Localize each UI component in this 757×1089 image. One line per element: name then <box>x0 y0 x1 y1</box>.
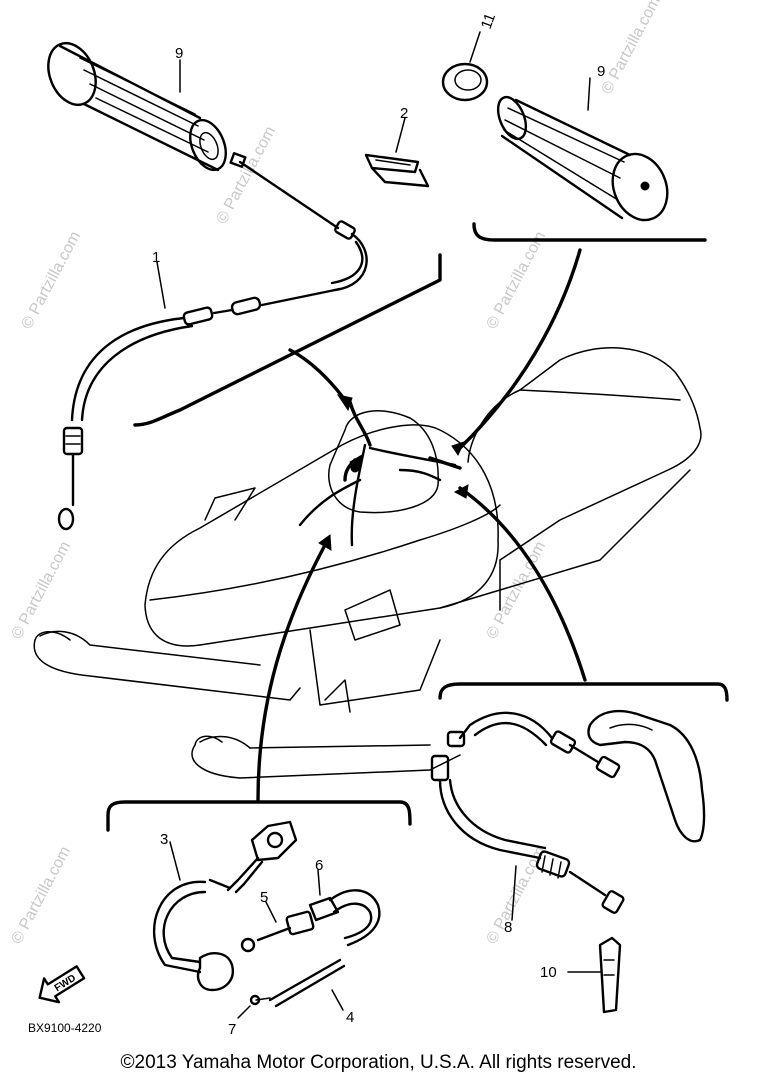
grip-right <box>441 62 669 222</box>
watermark: © Partzilla.com <box>599 0 665 97</box>
tie-band <box>598 936 622 1014</box>
bracket-upper-left <box>133 253 442 427</box>
drawing-code: BX9100-4220 <box>28 1021 102 1035</box>
copyright-notice: ©2013 Yamaha Motor Corporation, U.S.A. A… <box>120 1052 637 1073</box>
grip-left <box>47 42 227 172</box>
callout-9-right: 9 <box>597 63 605 80</box>
watermark: © Partzilla.com <box>19 229 85 332</box>
brake-cable <box>430 711 625 914</box>
bracket-lower-left <box>106 454 412 832</box>
choke-cable-assembly <box>153 820 381 1008</box>
brake-lever <box>587 709 706 843</box>
leader-lines <box>156 31 601 1019</box>
callout-10: 10 <box>540 964 557 981</box>
callout-4: 4 <box>346 1009 354 1026</box>
watermarks: © Partzilla.com © Partzilla.com © Partzi… <box>9 0 665 947</box>
callouts: 1 2 3 4 5 6 7 8 9 9 10 11 <box>152 11 605 1038</box>
callout-1: 1 <box>152 249 160 266</box>
fwd-arrow: FWD <box>38 965 86 1004</box>
clip-part <box>364 153 430 188</box>
callout-2: 2 <box>400 105 408 122</box>
callout-8: 8 <box>504 919 512 936</box>
watermark: © Partzilla.com <box>484 229 550 332</box>
snowmobile-outline <box>33 347 702 779</box>
handlebar-cables <box>298 400 462 547</box>
callout-6: 6 <box>315 857 323 874</box>
throttle-cable <box>57 152 368 531</box>
callout-3: 3 <box>160 831 168 848</box>
callout-11: 11 <box>478 11 499 31</box>
callout-5: 5 <box>260 889 268 906</box>
callout-9-left: 9 <box>175 45 183 62</box>
callout-7: 7 <box>228 1021 236 1038</box>
watermark: © Partzilla.com <box>9 844 75 947</box>
bracket-upper-right <box>451 222 707 457</box>
watermark: © Partzilla.com <box>9 539 75 642</box>
bracket-lower-right <box>438 484 729 702</box>
watermark: © Partzilla.com <box>484 539 550 642</box>
